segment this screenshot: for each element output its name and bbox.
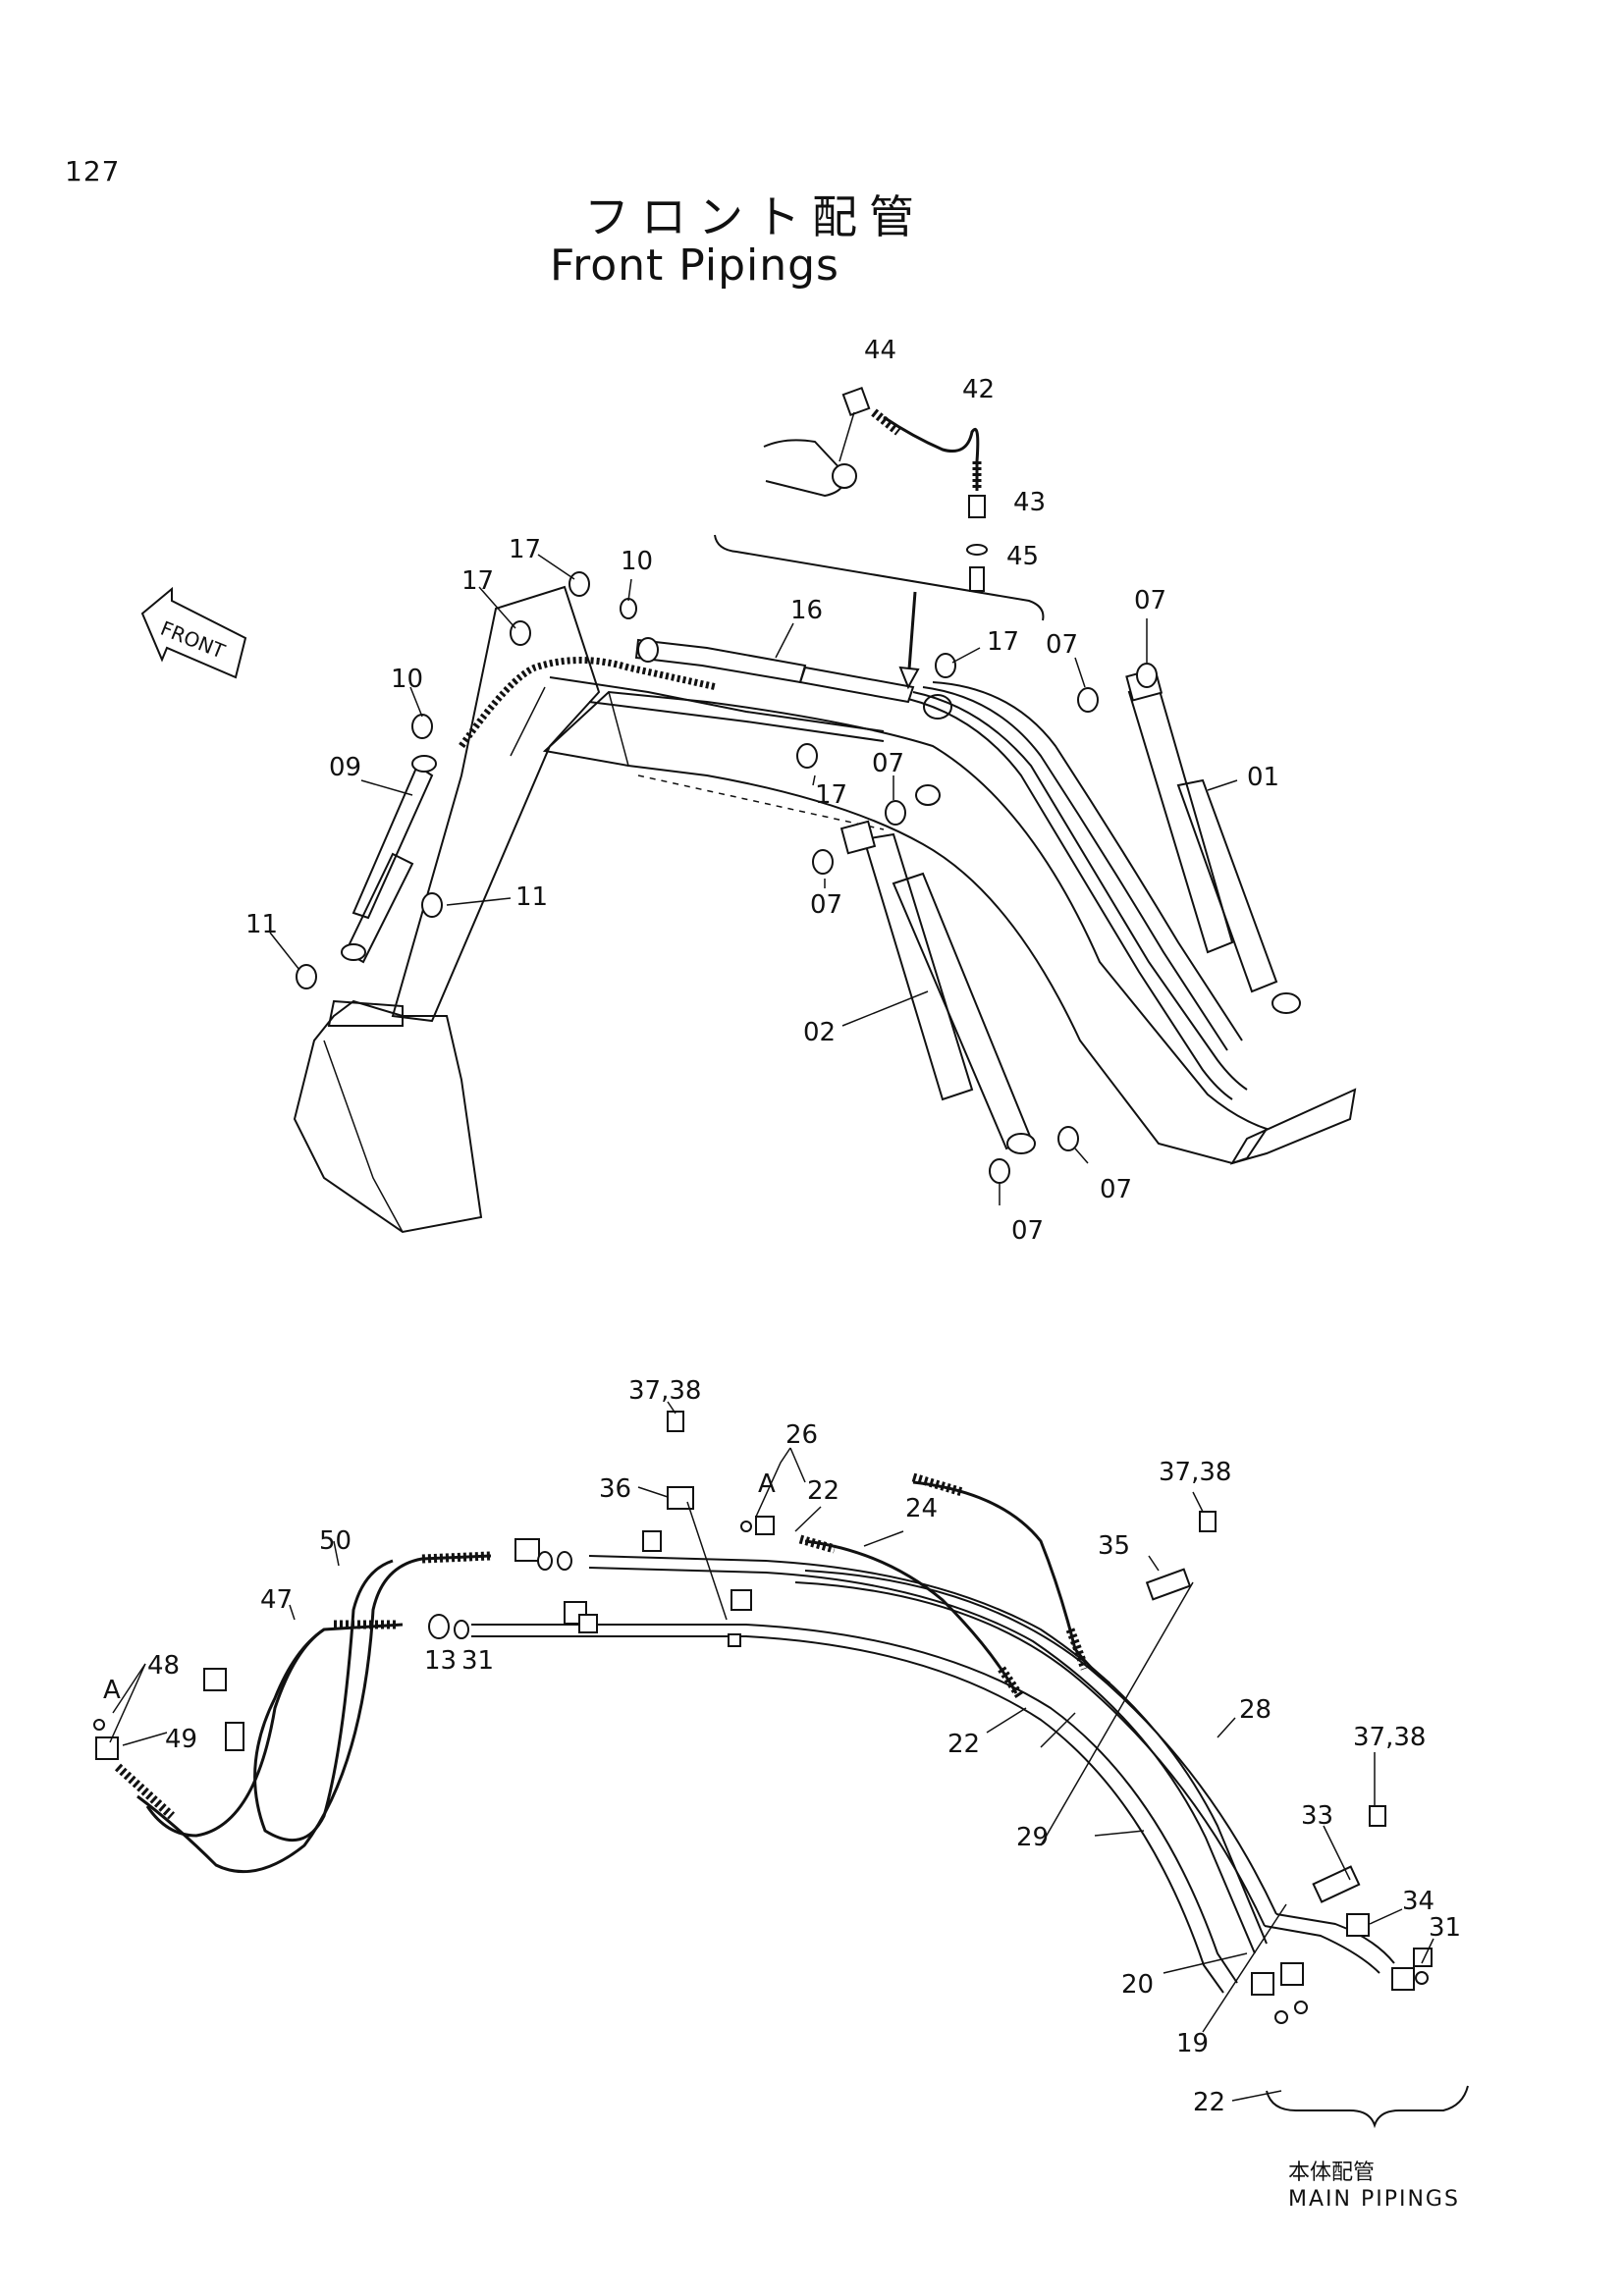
label-02: 02 xyxy=(803,1018,836,1047)
label-17-c: 17 xyxy=(987,627,1019,657)
label-09: 09 xyxy=(329,753,361,782)
label-17-b: 17 xyxy=(461,566,494,596)
boom-pipes xyxy=(459,657,1248,1100)
label-20: 20 xyxy=(1121,1970,1154,2000)
label-49: 49 xyxy=(165,1725,197,1754)
front-arrow: FRONT xyxy=(140,586,247,679)
label-36: 36 xyxy=(599,1474,631,1504)
label-16: 16 xyxy=(790,596,823,625)
label-31-a: 31 xyxy=(461,1646,494,1676)
label-37-38-b: 37,38 xyxy=(1159,1458,1231,1487)
label-50: 50 xyxy=(319,1526,352,1556)
label-07-c: 07 xyxy=(872,749,904,778)
label-07-e: 07 xyxy=(1100,1175,1132,1204)
label-35: 35 xyxy=(1098,1531,1130,1561)
label-24: 24 xyxy=(905,1494,938,1523)
label-22-b: 22 xyxy=(947,1730,980,1759)
label-10-b: 10 xyxy=(391,665,423,694)
detail-arrow xyxy=(906,591,917,683)
fittings-bottom xyxy=(93,1411,1433,2024)
detail-bracket xyxy=(714,534,1045,621)
arm-cylinder xyxy=(634,637,915,704)
label-07-d: 07 xyxy=(810,890,842,920)
main-pipings-brace xyxy=(1266,2085,1469,2129)
label-13: 13 xyxy=(424,1646,457,1676)
label-45: 45 xyxy=(1006,542,1039,571)
label-a-1: A xyxy=(758,1469,776,1499)
label-34: 34 xyxy=(1402,1887,1434,1916)
boom xyxy=(542,690,1357,1165)
label-48: 48 xyxy=(147,1651,180,1681)
leaders-top xyxy=(269,554,1238,1205)
label-a-2: A xyxy=(103,1676,121,1705)
label-19: 19 xyxy=(1176,2029,1209,2058)
label-42: 42 xyxy=(962,375,995,404)
label-07-b: 07 xyxy=(1046,630,1078,660)
page-number: 127 xyxy=(65,155,121,187)
boom-cylinder-center xyxy=(839,820,1036,1154)
bucket-cylinder xyxy=(341,755,437,964)
label-07-a: 07 xyxy=(1134,586,1166,615)
label-33: 33 xyxy=(1301,1801,1333,1831)
label-31-b: 31 xyxy=(1429,1913,1461,1943)
label-28: 28 xyxy=(1239,1695,1271,1725)
label-37-38-c: 37,38 xyxy=(1353,1723,1426,1752)
label-43: 43 xyxy=(1013,488,1046,517)
label-01: 01 xyxy=(1247,763,1279,792)
boom-cylinder-right xyxy=(1125,667,1301,1014)
label-37-38-a: 37,38 xyxy=(628,1376,701,1406)
label-17-d: 17 xyxy=(815,780,847,810)
arm xyxy=(293,585,601,1234)
detail-inset xyxy=(763,386,988,592)
label-44: 44 xyxy=(864,336,896,365)
title-japanese: フロント配管 xyxy=(584,190,926,243)
label-26: 26 xyxy=(785,1420,818,1450)
washers-top xyxy=(296,571,1158,1184)
label-29: 29 xyxy=(1016,1823,1049,1852)
label-11-b: 11 xyxy=(245,910,278,939)
label-17-a: 17 xyxy=(509,535,541,564)
label-22-a: 22 xyxy=(807,1476,839,1506)
title-english: Front Pipings xyxy=(550,240,839,291)
label-11-a: 11 xyxy=(515,882,548,912)
main-pipings-jp: 本体配管 xyxy=(1288,2161,1376,2185)
leaders-bottom xyxy=(109,1401,1434,2102)
label-10-a: 10 xyxy=(621,547,653,576)
main-pipes xyxy=(114,1472,1395,1994)
label-07-f: 07 xyxy=(1011,1216,1044,1246)
label-22-c: 22 xyxy=(1193,2088,1225,2117)
label-47: 47 xyxy=(260,1585,293,1615)
main-pipings-en: MAIN PIPINGS xyxy=(1288,2187,1460,2212)
